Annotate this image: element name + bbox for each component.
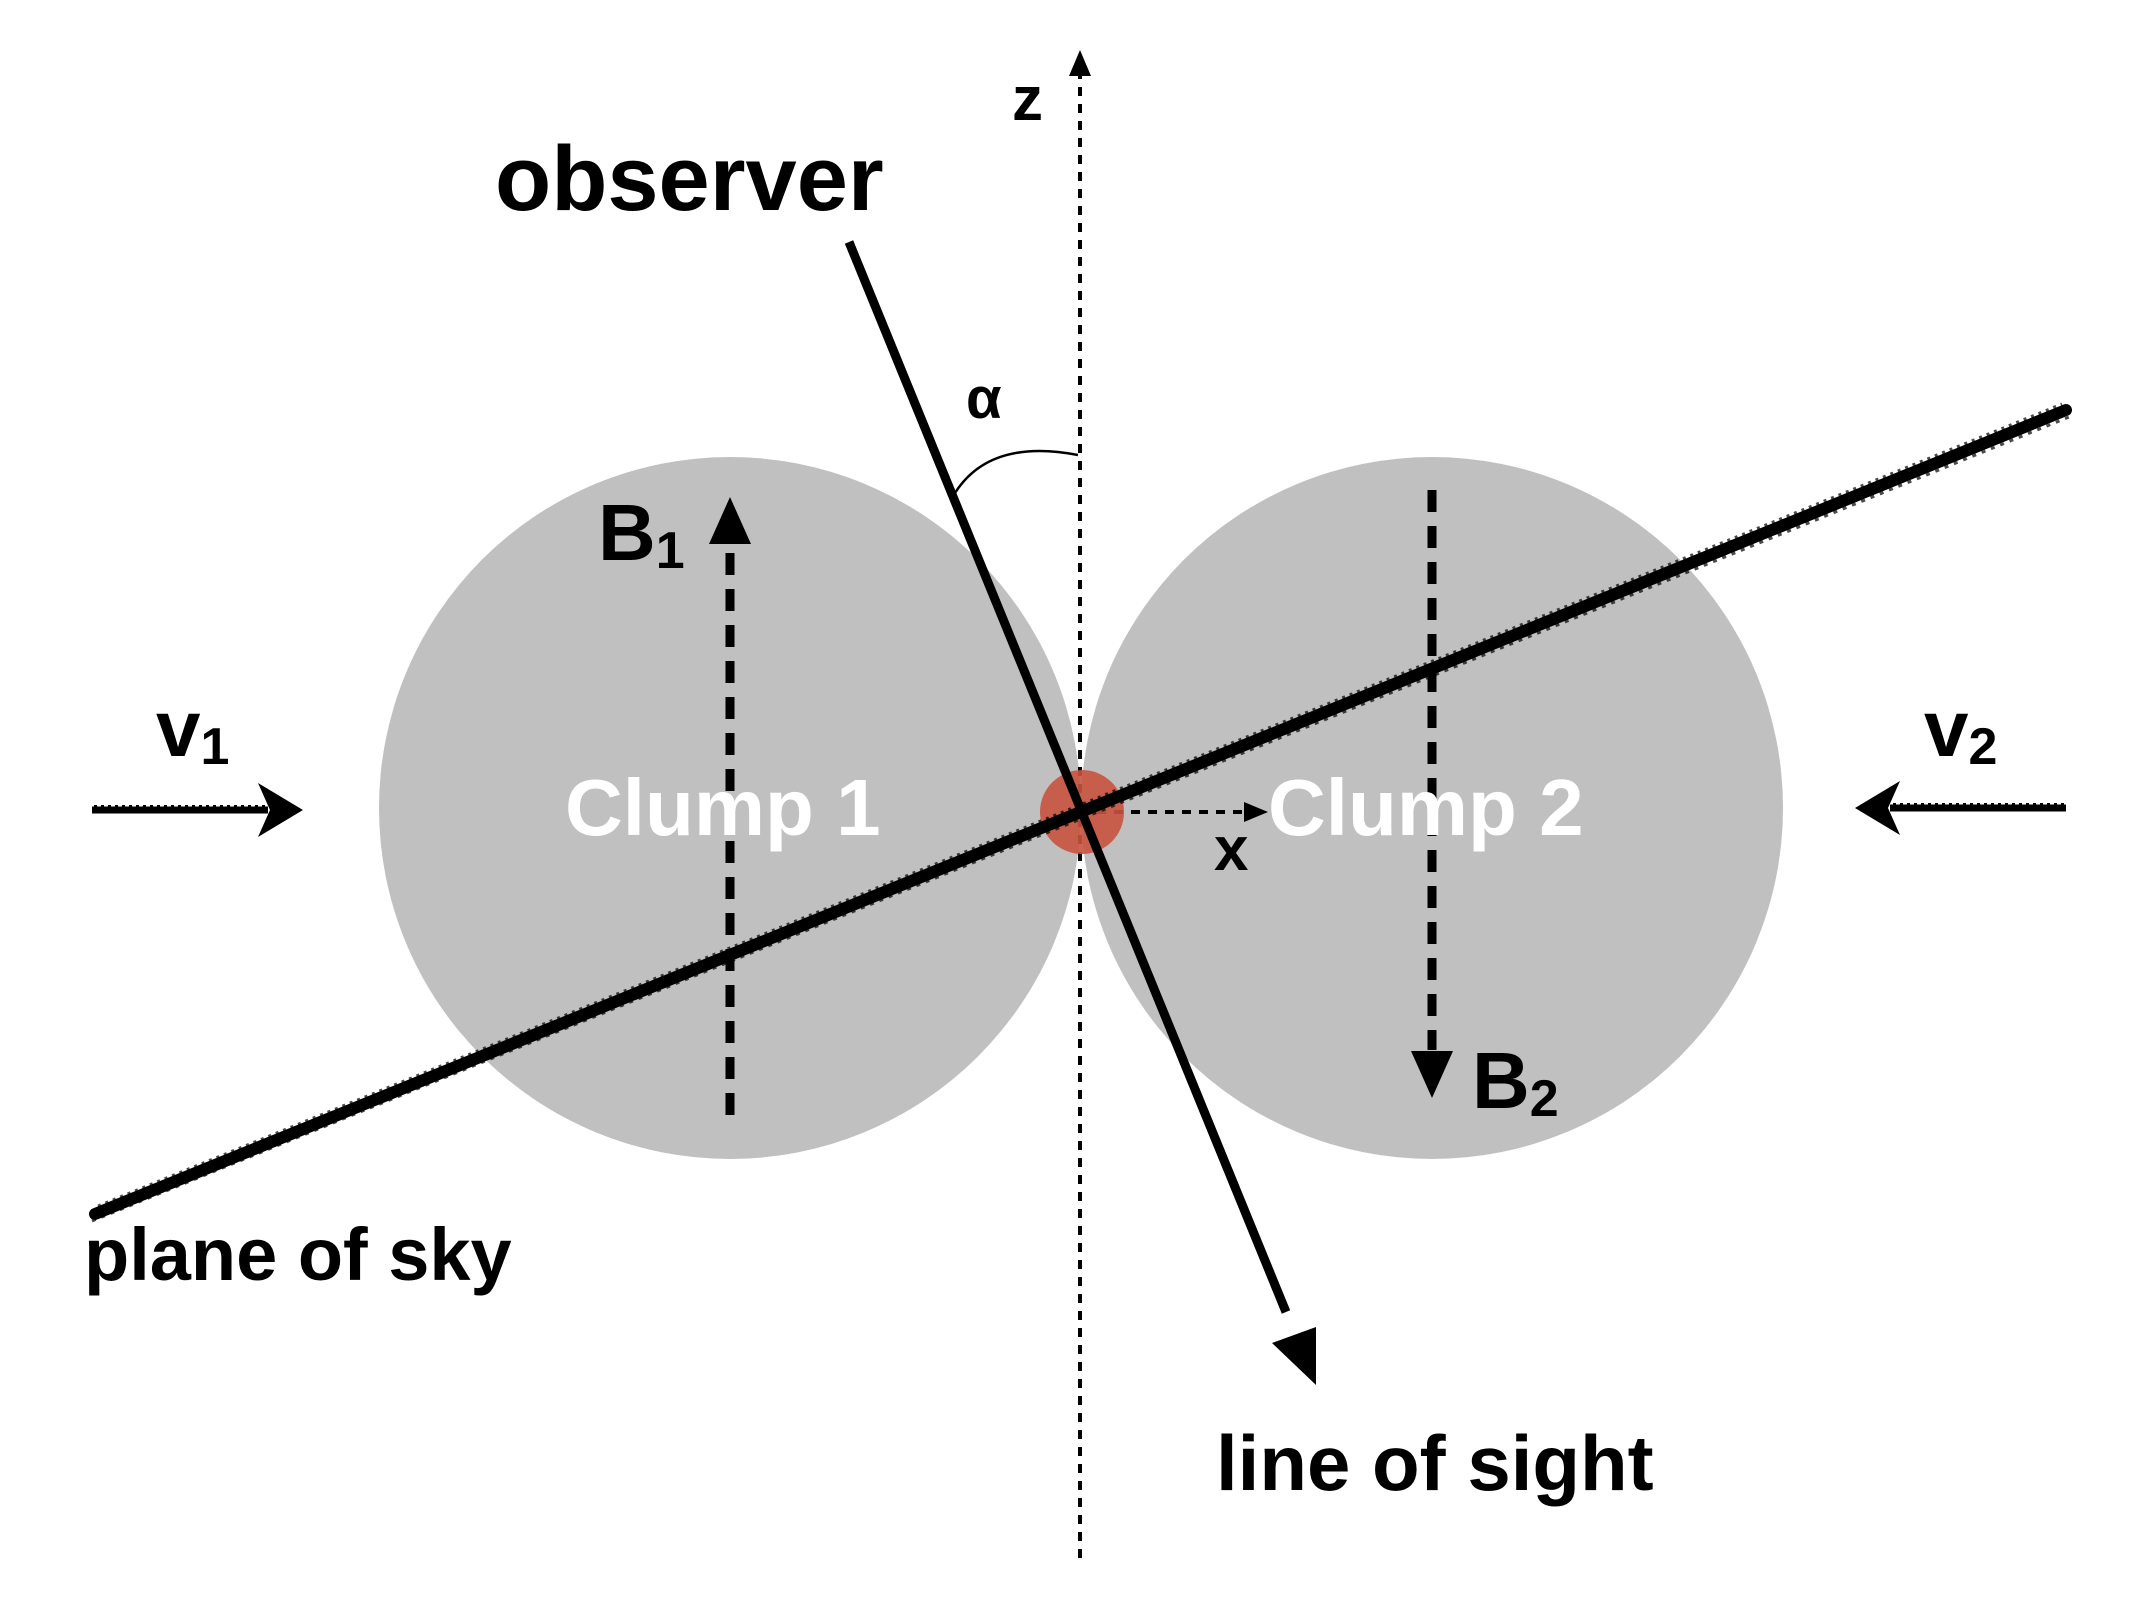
v1-arrow bbox=[92, 783, 303, 837]
alpha-angle-arc bbox=[953, 449, 1079, 494]
line-of-sight-label: line of sight bbox=[1216, 1419, 1654, 1507]
z-axis-label: z bbox=[1012, 65, 1043, 134]
b1-label-main: B bbox=[598, 488, 656, 577]
clump-1-label: Clump 1 bbox=[565, 763, 881, 852]
x-axis-arrowhead bbox=[1244, 802, 1268, 822]
b1-label: B1 bbox=[598, 488, 685, 580]
line-of-sight-arrowhead bbox=[1272, 1327, 1316, 1385]
b2-label-sub: 2 bbox=[1530, 1070, 1559, 1128]
b1-label-sub: 1 bbox=[656, 522, 685, 580]
b2-label-main: B bbox=[1472, 1036, 1530, 1125]
x-axis-label: x bbox=[1214, 815, 1249, 884]
observer-label: observer bbox=[495, 128, 884, 230]
v1-label: v1 bbox=[156, 684, 229, 776]
v1-label-sub: 1 bbox=[201, 718, 230, 776]
b2-arrowhead bbox=[1411, 1051, 1453, 1098]
v2-label-sub: 2 bbox=[1969, 718, 1998, 776]
b2-label: B2 bbox=[1472, 1036, 1559, 1128]
v2-label: v2 bbox=[1924, 684, 1997, 776]
v2-label-main: v bbox=[1924, 684, 1969, 773]
v1-label-main: v bbox=[156, 684, 201, 773]
clump-2-label: Clump 2 bbox=[1268, 763, 1584, 852]
v2-arrow bbox=[1855, 781, 2066, 835]
clump-2-circle bbox=[1081, 457, 1783, 1159]
plane-of-sky-label: plane of sky bbox=[84, 1213, 512, 1296]
alpha-label: α bbox=[966, 366, 1002, 431]
z-axis-arrowhead bbox=[1069, 50, 1091, 76]
b1-arrowhead bbox=[709, 497, 751, 544]
line-of-sight-line bbox=[844, 240, 1291, 1314]
